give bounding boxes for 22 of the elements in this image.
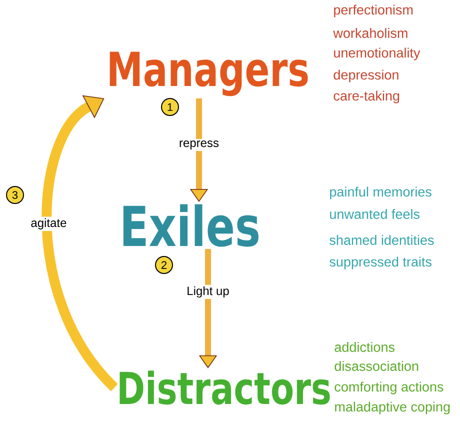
side-note: maladaptive coping xyxy=(335,402,450,414)
side-note: suppressed traits xyxy=(330,256,432,270)
edge-label: Light up xyxy=(185,284,231,300)
lettered-title: Exiles xyxy=(123,204,258,247)
side-note: addictions xyxy=(334,342,394,352)
callout-number: 2 xyxy=(155,256,173,274)
side-note: depression xyxy=(334,70,398,82)
side-note: comforting actions xyxy=(334,382,444,394)
side-note: shamed identities xyxy=(330,235,434,245)
edge-label: repress xyxy=(178,139,220,151)
side-note: disassociation xyxy=(334,361,418,371)
side-note: unemotionality xyxy=(334,48,420,60)
side-note: care-taking xyxy=(334,90,400,104)
lettered-title: Managers xyxy=(110,52,308,96)
callout-number: 1 xyxy=(161,98,179,116)
side-note: workaholism xyxy=(333,28,408,38)
side-note: perfectionism xyxy=(334,4,413,18)
side-note: painful memories xyxy=(330,186,432,200)
lettered-title: Distractors xyxy=(120,370,330,405)
side-note: unwanted feels xyxy=(330,209,420,219)
edge-label: agitate xyxy=(29,216,68,231)
callout-number: 3 xyxy=(6,186,24,204)
